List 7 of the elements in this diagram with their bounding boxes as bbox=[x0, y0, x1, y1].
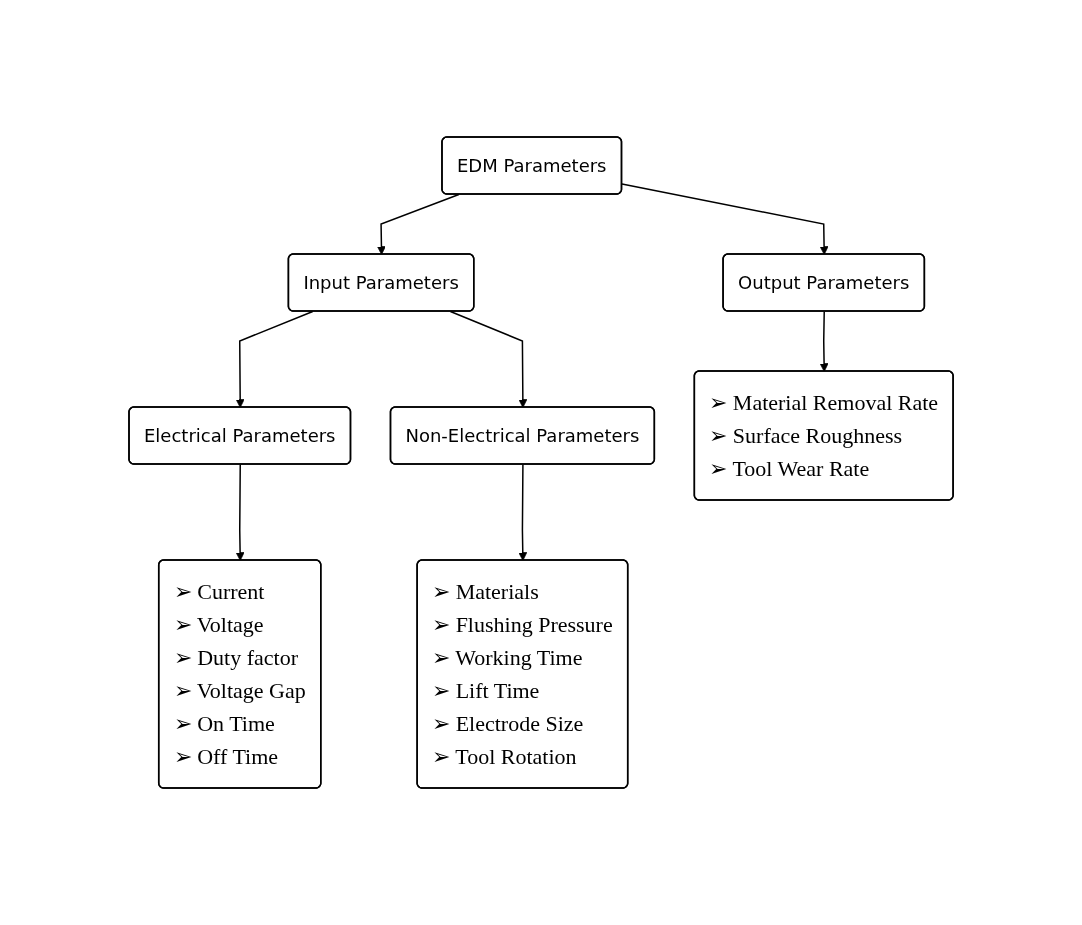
arrow bbox=[819, 310, 829, 372]
arrow bbox=[518, 463, 528, 561]
arrow bbox=[377, 193, 460, 255]
arrow bbox=[449, 310, 528, 408]
arrow bbox=[621, 183, 829, 255]
arrow bbox=[235, 463, 245, 561]
arrow bbox=[235, 310, 314, 408]
